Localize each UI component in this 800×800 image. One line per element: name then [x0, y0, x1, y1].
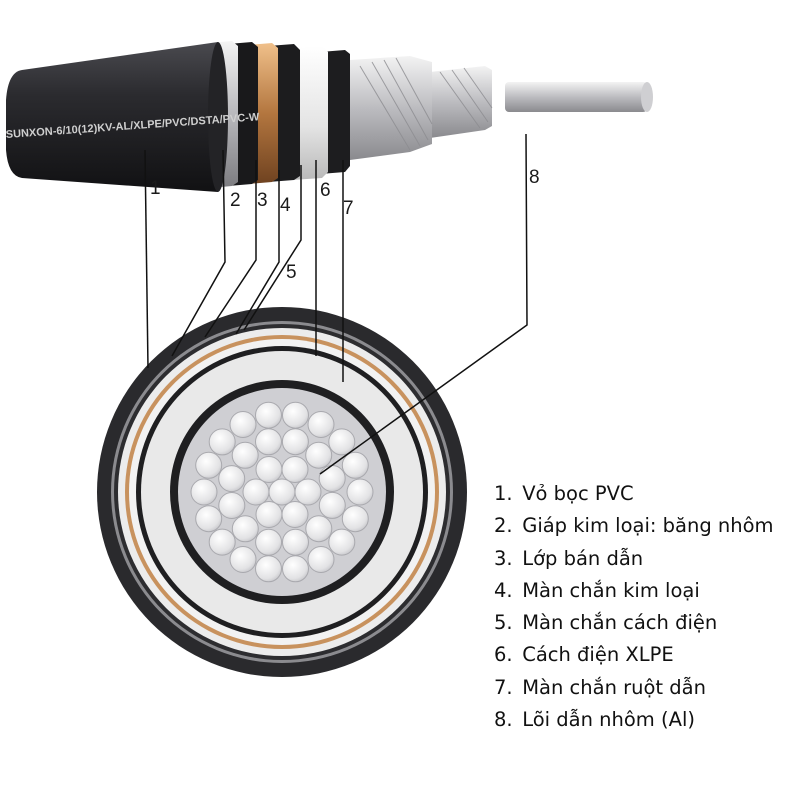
callout-6: 6: [320, 180, 331, 201]
core-strand: [229, 411, 257, 438]
core-strand: [255, 456, 283, 483]
core-strand: [255, 501, 283, 528]
core-strand: [255, 528, 283, 556]
core-strand: [218, 492, 246, 519]
core-strand: [229, 546, 257, 573]
core-strand: [318, 491, 346, 519]
cable-side-view: SUNXON-6/10(12)KV-AL/XLPE/PVC/DSTA/PVC-W: [5, 41, 653, 192]
legend-item-6: 6. Cách điện XLPE: [494, 643, 674, 667]
legend-item-1: 1. Vỏ bọc PVC: [494, 482, 634, 505]
callout-4: 4: [280, 195, 291, 216]
core-strand: [268, 478, 296, 506]
leader-3: [204, 160, 257, 338]
callout-7: 7: [343, 198, 354, 219]
callout-1: 1: [150, 178, 161, 199]
leader-5: [243, 165, 302, 331]
core-strand: [307, 546, 335, 573]
core-strand: [341, 451, 369, 479]
pvc-jacket-side: [6, 42, 218, 192]
legend-item-8: 8. Lõi dẫn nhôm (Al): [494, 708, 695, 732]
core-strand: [190, 478, 218, 506]
callout-3: 3: [257, 190, 268, 211]
core-strand: [208, 428, 236, 456]
xlpe-insulation-side: [292, 46, 328, 180]
core-strand: [195, 505, 223, 533]
cable-cross-section: [97, 307, 467, 677]
core-strand: [282, 401, 309, 429]
legend-item-7: 7. Màn chắn ruột dẫn: [494, 675, 706, 699]
core-strand: [341, 505, 369, 533]
core-strand: [255, 555, 282, 583]
legend-item-3: 3. Lớp bán dẫn: [494, 546, 644, 570]
callout-2: 2: [230, 190, 241, 211]
legend-item-5: 5. Màn chắn cách điện: [494, 611, 718, 635]
core-strand: [281, 428, 309, 456]
core-strand: [328, 528, 356, 556]
strand-layer-outer: [350, 56, 432, 160]
core-strand: [255, 401, 282, 429]
core-strands: [190, 401, 374, 583]
core-strand: [328, 428, 356, 456]
core-strand: [294, 478, 322, 506]
center-rod: [505, 82, 647, 112]
core-strand: [282, 528, 309, 556]
core-strand: [231, 515, 259, 543]
core-strand: [305, 515, 333, 543]
callout-5: 5: [286, 262, 297, 283]
core-strand: [282, 555, 309, 583]
rod-end: [641, 82, 653, 112]
leader-1: [144, 149, 149, 369]
core-strand: [318, 465, 346, 492]
leader-4: [235, 170, 280, 335]
legend-item-2: 2. Giáp kim loại: băng nhôm: [494, 514, 774, 538]
core-strand: [255, 428, 282, 456]
callout-numbers: 1 2 3 4 5 6 7 8: [150, 167, 540, 283]
layer-legend: 1. Vỏ bọc PVC 2. Giáp kim loại: băng nhô…: [494, 478, 774, 736]
core-strand: [305, 441, 333, 469]
core-strand: [231, 441, 259, 469]
leader-lines: [144, 133, 528, 475]
core-strand: [307, 411, 335, 438]
core-strand: [218, 465, 246, 493]
core-strand: [281, 501, 309, 528]
leader-2: [171, 149, 226, 357]
core-strand: [208, 528, 236, 556]
callout-8: 8: [529, 167, 540, 188]
core-strand: [346, 478, 374, 506]
legend-item-4: 4. Màn chắn kim loại: [494, 578, 700, 602]
core-strand: [242, 478, 270, 506]
core-strand: [281, 456, 309, 483]
core-strand: [195, 451, 223, 479]
leader-8: [319, 133, 528, 475]
